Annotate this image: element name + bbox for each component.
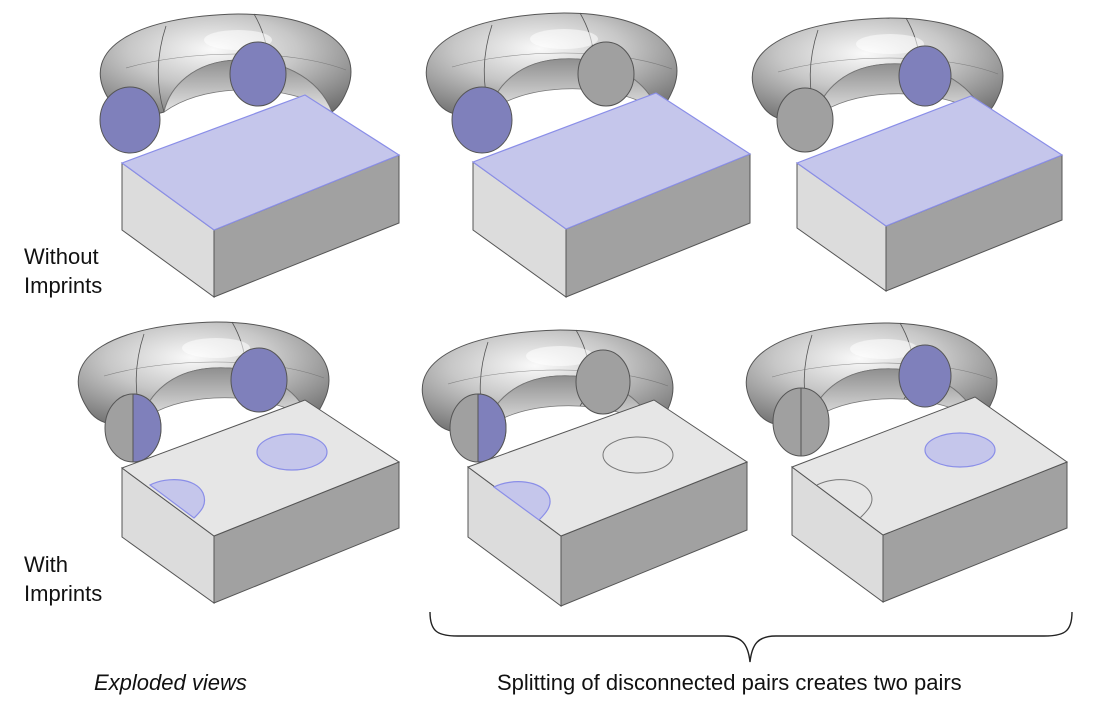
imprint-circle-right: [256, 433, 328, 471]
torus-end-face-right: [577, 41, 635, 107]
row-label-line: Without: [24, 244, 99, 269]
row-label-without-imprints: Without Imprints: [24, 242, 102, 300]
block: [120, 399, 401, 604]
panel-without-imprints-exploded: [99, 13, 401, 298]
block: [795, 95, 1064, 292]
torus-end-face-left: [776, 87, 834, 153]
block: [120, 94, 401, 298]
row-label-line: With: [24, 552, 68, 577]
panel-with-imprints-pair-a: [421, 329, 749, 607]
block-top-face-highlighted: [471, 92, 752, 230]
imprint-half-circle-left: [148, 479, 206, 519]
row-label-line: Imprints: [24, 273, 103, 298]
row-label-line: Imprints: [24, 581, 103, 606]
torus-end-face-right: [898, 45, 952, 107]
caption-splitting: Splitting of disconnected pairs creates …: [497, 670, 962, 695]
imprint-circle-right: [602, 436, 674, 474]
torus-end-face-right: [229, 41, 287, 107]
imprint-half-circle-left: [816, 479, 873, 519]
panel-with-imprints-exploded: [77, 321, 401, 604]
imprint-circle-right: [924, 432, 996, 468]
torus-end-face-right: [230, 347, 288, 413]
block-top-face-highlighted: [795, 95, 1064, 227]
caption-exploded-views: Exploded views: [94, 670, 247, 695]
block: [471, 92, 752, 298]
panel-with-imprints-pair-b: [745, 322, 1069, 603]
torus-end-face-left: [99, 86, 161, 154]
panel-without-imprints-pair-a: [425, 12, 752, 298]
block-top-face-highlighted: [120, 94, 401, 231]
torus-end-face-right: [575, 349, 631, 415]
torus-end-face-left: [451, 86, 513, 154]
imprint-half-circle-left: [492, 481, 551, 521]
block: [466, 399, 749, 607]
torus-end-face-right: [898, 344, 952, 408]
row-label-with-imprints: With Imprints: [24, 550, 102, 608]
grouping-brace: [429, 611, 1073, 663]
panel-without-imprints-pair-b: [751, 17, 1064, 292]
block: [790, 396, 1069, 603]
